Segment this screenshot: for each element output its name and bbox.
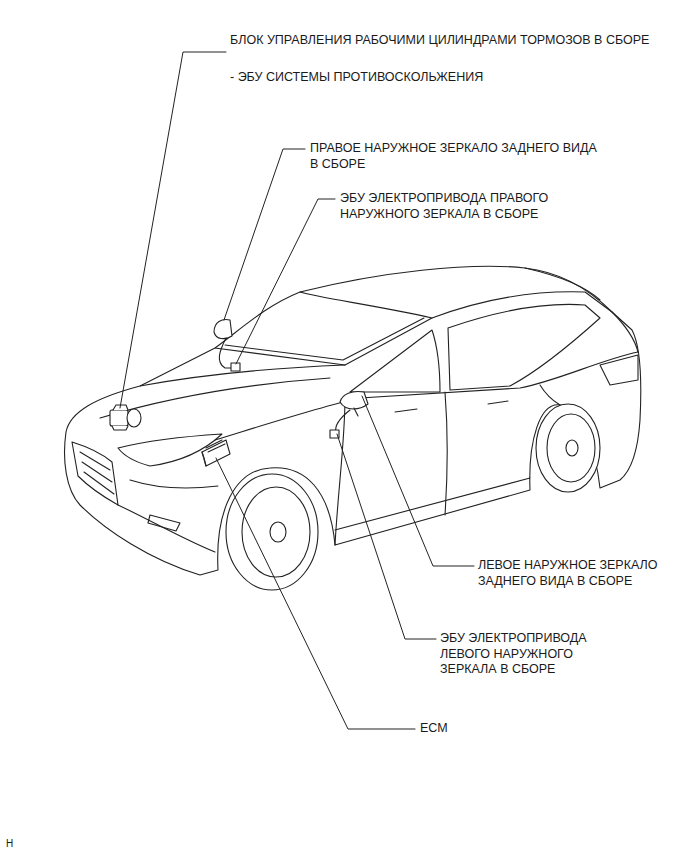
sill-line [335,478,530,530]
leader-line [224,149,305,320]
part-name: ЛЕВОЕ НАРУЖНОЕ ЗЕРКАЛО ЗАДНЕГО ВИДА В СБ… [478,558,684,589]
rear-door-line [445,392,447,515]
rear-door-rear-line [540,385,560,405]
leader-line [362,396,474,566]
part-name: ПРАВОЕ НАРУЖНОЕ ЗЕРКАЛО ЗАДНЕГО ВИДА В С… [310,141,602,172]
part-name: ЭБУ ЭЛЕКТРОПРИВОДА ПРАВОГО НАРУЖНОГО ЗЕР… [340,191,608,222]
right-mirror-ecu [231,363,240,371]
front-side-window [350,330,440,392]
left-mirror-wire [336,410,350,432]
rear-tire [536,404,600,492]
part-name: БЛОК УПРАВЛЕНИЯ РАБОЧИМИ ЦИЛИНДРАМИ ТОРМ… [230,33,670,49]
leader-line [337,434,436,639]
trunk-line [612,312,638,352]
grille-inner [80,452,114,494]
part-name: ECM [420,721,540,737]
rear-window [525,268,600,300]
part-subname: - ЭБУ СИСТЕМЫ ПРОТИВОСКОЛЬЖЕНИЯ [230,70,670,86]
brake-actuator [110,405,141,430]
rear-rim [547,414,595,482]
right-mirror [214,320,232,339]
taillight [600,355,638,385]
rear-side-window [448,304,600,390]
leader-line [236,199,335,364]
hood-line [140,365,345,386]
door-handle [488,401,508,404]
door-handle [395,409,417,412]
windshield-inner [225,318,424,360]
grille [72,442,118,505]
right-mirror-wire [219,338,232,368]
rear-hub [566,440,578,456]
left-mirror-base [354,408,358,416]
part-name: ЭБУ ЭЛЕКТРОПРИВОДА ЛЕВОГО НАРУЖНОГО ЗЕРК… [440,631,614,678]
ecm-unit [202,440,230,466]
front-bumper [118,480,218,552]
leader-line [120,52,226,408]
car-body [65,266,641,575]
fog-light [148,515,180,531]
leader-line [216,458,415,729]
figure-code: H [6,836,66,852]
front-hub [270,522,286,542]
